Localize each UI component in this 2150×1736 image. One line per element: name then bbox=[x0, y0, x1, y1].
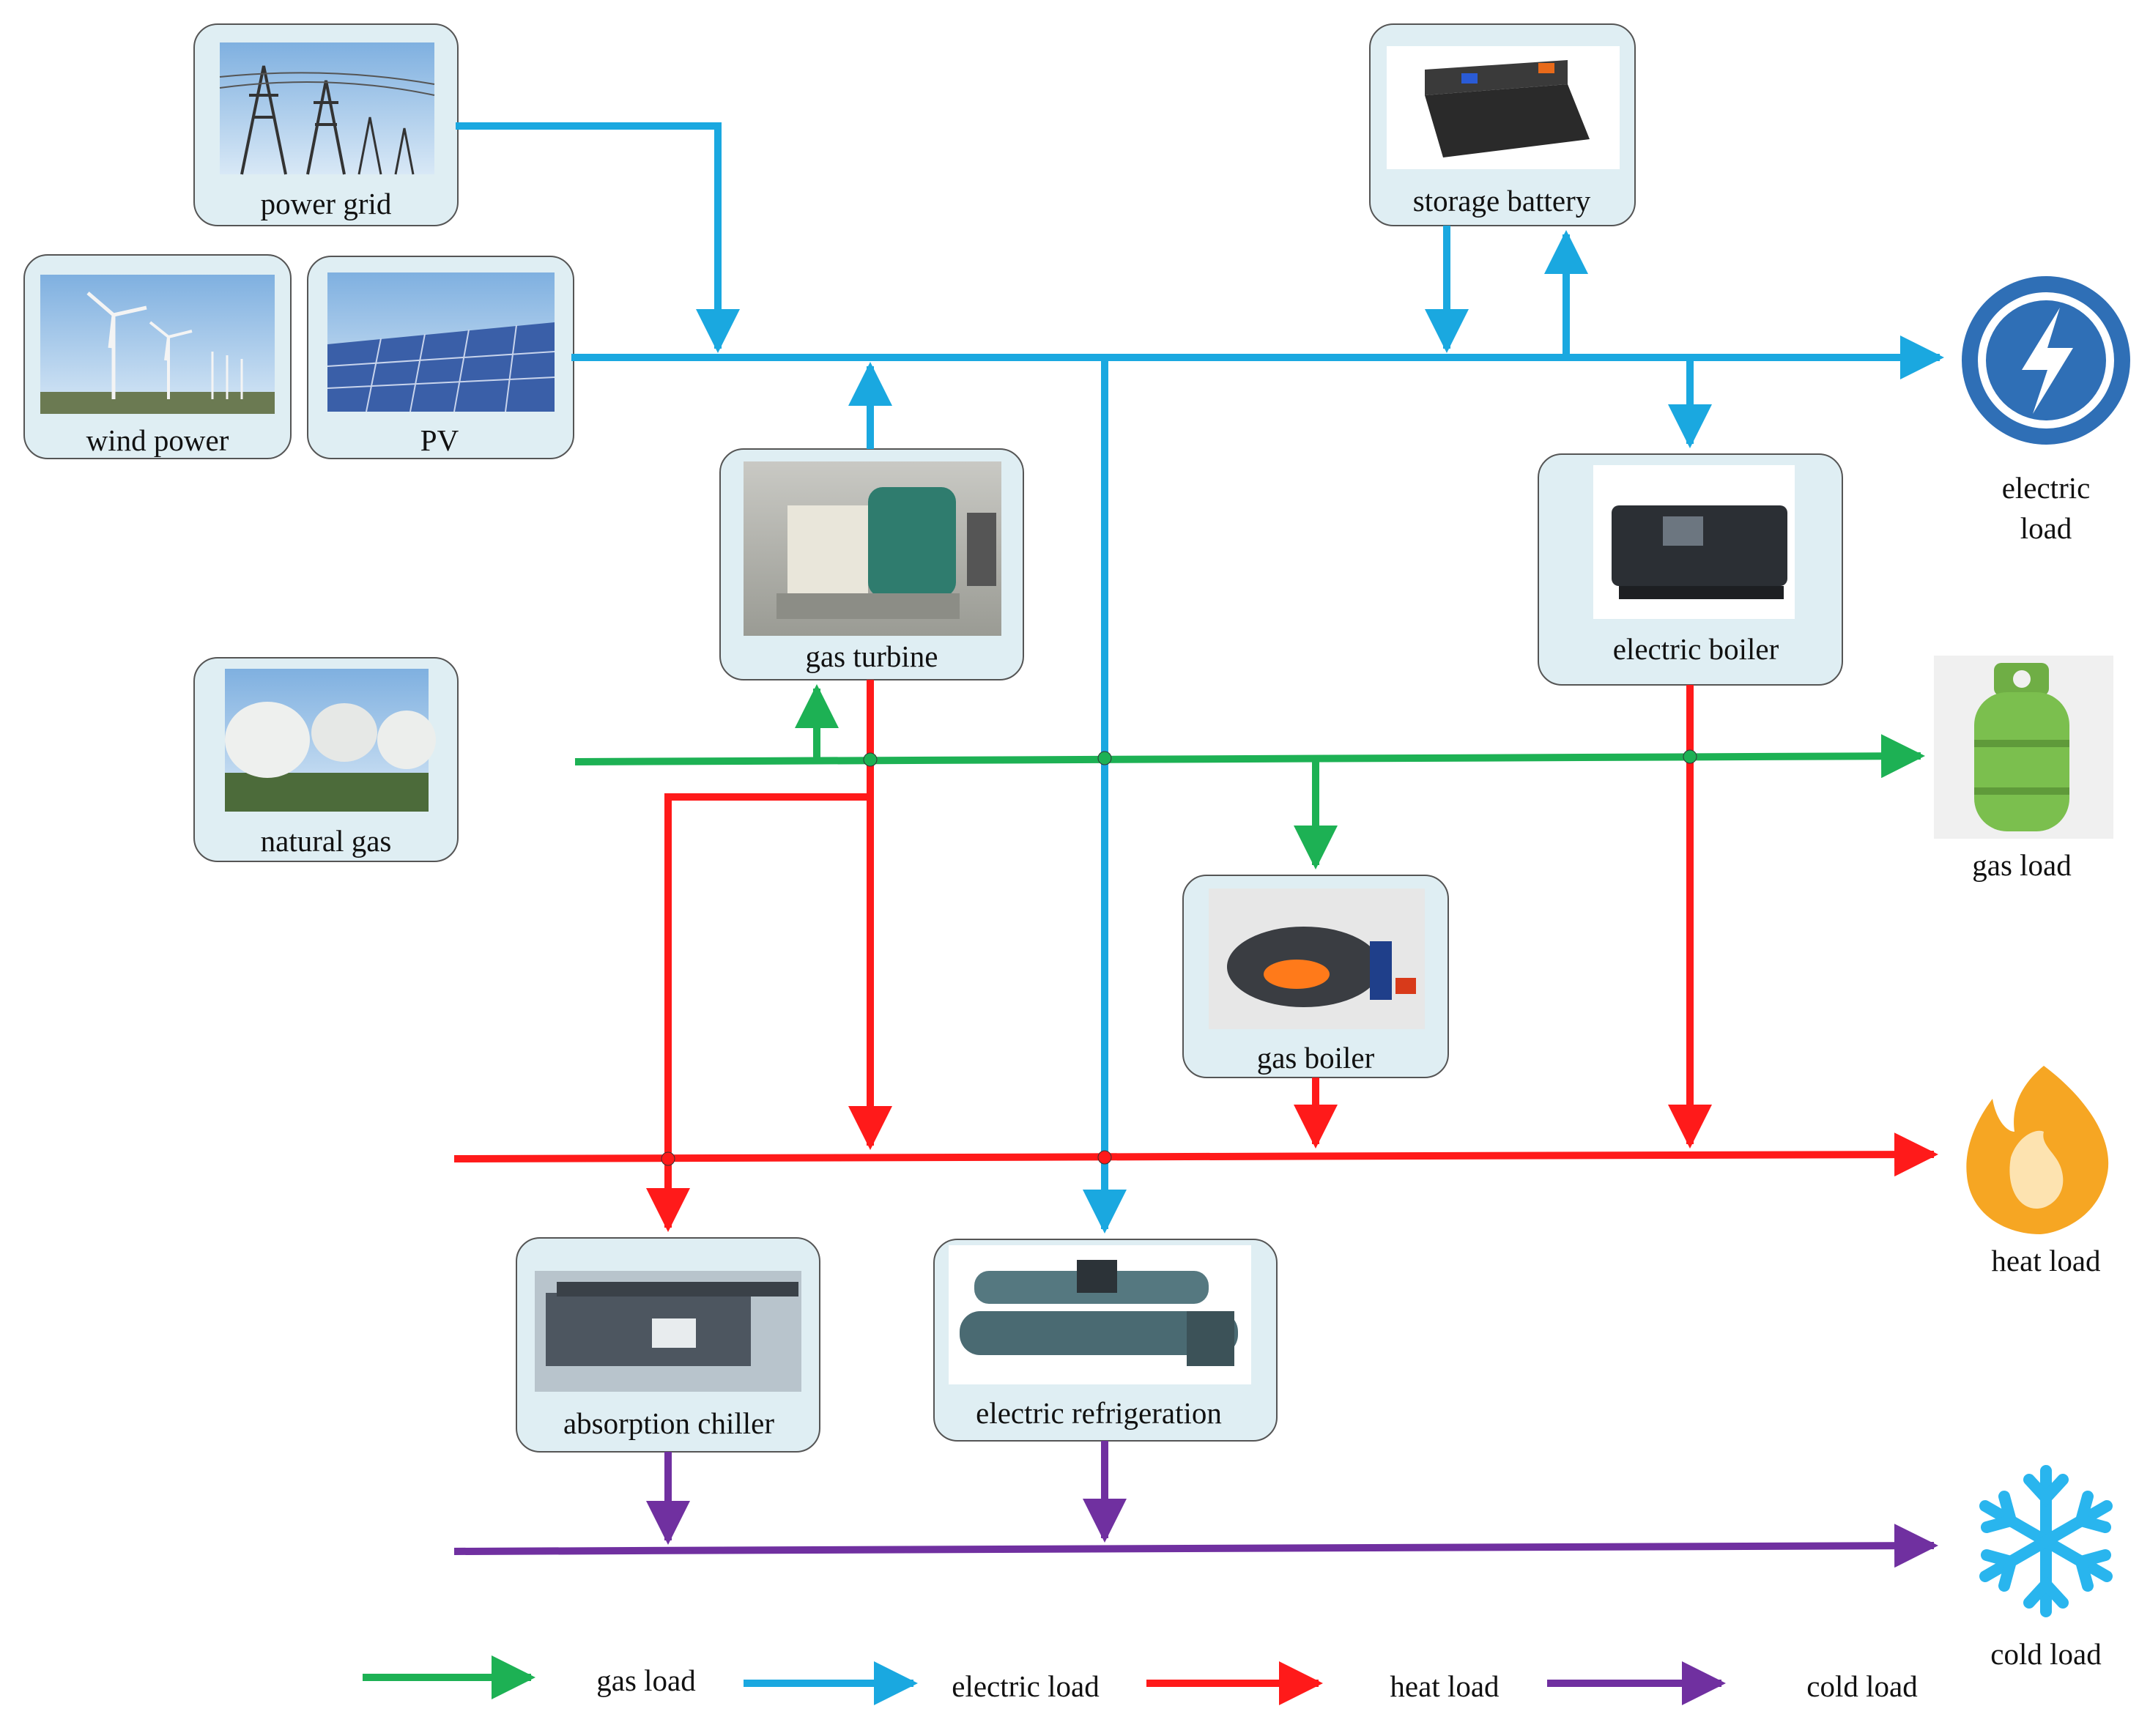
cold-load-label: cold load bbox=[1990, 1637, 2101, 1671]
absorption-chiller-box: absorption chiller bbox=[516, 1237, 820, 1453]
cold-bus bbox=[453, 1524, 1938, 1568]
wind-power-box: wind power bbox=[23, 254, 292, 459]
flame-icon bbox=[1966, 1066, 2109, 1234]
electric-refrigeration-image bbox=[949, 1245, 1251, 1384]
gas-turbine-to-absorption-chiller bbox=[646, 793, 870, 1232]
legend-electric: electric load bbox=[744, 1661, 1100, 1705]
cold-network bbox=[453, 1441, 1938, 1568]
power-grid-box: power grid bbox=[193, 23, 459, 226]
legend-gas: gas load bbox=[363, 1655, 696, 1699]
heat-bus bbox=[453, 1132, 1938, 1177]
gas-turbine-box: gas turbine bbox=[719, 448, 1024, 680]
absorption-chiller-label: absorption chiller bbox=[563, 1406, 774, 1440]
power-grid-label: power grid bbox=[261, 187, 392, 220]
lightning-icon bbox=[1962, 276, 2130, 445]
heat-load: heat load bbox=[1966, 1066, 2109, 1277]
pv-image bbox=[327, 272, 555, 412]
power-grid-image bbox=[219, 42, 435, 175]
electric-boiler-box: electric boiler bbox=[1538, 453, 1843, 686]
legend-cold: cold load bbox=[1547, 1661, 1918, 1705]
cold-load: cold load bbox=[1979, 1465, 2113, 1671]
electric-boiler-image bbox=[1593, 465, 1795, 619]
gas-turbine-image bbox=[744, 461, 1001, 636]
storage-battery-image bbox=[1387, 46, 1620, 169]
heat-load-label: heat load bbox=[1991, 1244, 2100, 1277]
gas-boiler-label: gas boiler bbox=[1257, 1041, 1375, 1075]
absorption-chiller-image bbox=[535, 1271, 801, 1392]
legend-gas-label: gas load bbox=[596, 1663, 696, 1697]
wind-power-label: wind power bbox=[86, 423, 229, 457]
gas-bus bbox=[574, 734, 1925, 779]
gas-boiler-image bbox=[1209, 889, 1425, 1029]
storage-battery-label: storage battery bbox=[1413, 184, 1591, 218]
junction-dots bbox=[661, 749, 1697, 1166]
gas-load: gas load bbox=[1934, 656, 2113, 882]
legend-heat-label: heat load bbox=[1390, 1669, 1499, 1703]
electric-network bbox=[456, 122, 1944, 1234]
pv-label: PV bbox=[420, 423, 459, 457]
snowflake-icon bbox=[1979, 1465, 2113, 1617]
gas-network bbox=[574, 684, 1925, 869]
wind-power-image bbox=[40, 275, 275, 414]
electric-load: electric load bbox=[1962, 276, 2130, 545]
legend-cold-label: cold load bbox=[1806, 1669, 1917, 1703]
power-grid-feed bbox=[456, 122, 740, 353]
gas-load-label: gas load bbox=[1972, 848, 2072, 882]
electric-load-label-line1: electric bbox=[2002, 471, 2091, 505]
natural-gas-label: natural gas bbox=[261, 824, 392, 858]
gas-cylinder-icon bbox=[1934, 656, 2113, 839]
legend-electric-label: electric load bbox=[952, 1669, 1099, 1703]
electric-load-label-line2: load bbox=[2020, 511, 2072, 545]
pv-box: PV bbox=[307, 256, 574, 459]
legend-heat: heat load bbox=[1146, 1661, 1500, 1705]
natural-gas-image bbox=[225, 669, 436, 812]
storage-battery-box: storage battery bbox=[1369, 23, 1636, 226]
natural-gas-box: natural gas bbox=[193, 657, 459, 862]
gas-boiler-box: gas boiler bbox=[1182, 875, 1449, 1078]
gas-turbine-label: gas turbine bbox=[805, 639, 938, 673]
legend: gas load electric load heat load cold lo… bbox=[363, 1655, 1918, 1705]
electric-refrigeration-label: electric refrigeration bbox=[976, 1396, 1222, 1430]
electric-refrigeration-box: electric refrigeration bbox=[933, 1239, 1278, 1442]
electric-boiler-label: electric boiler bbox=[1613, 632, 1779, 666]
